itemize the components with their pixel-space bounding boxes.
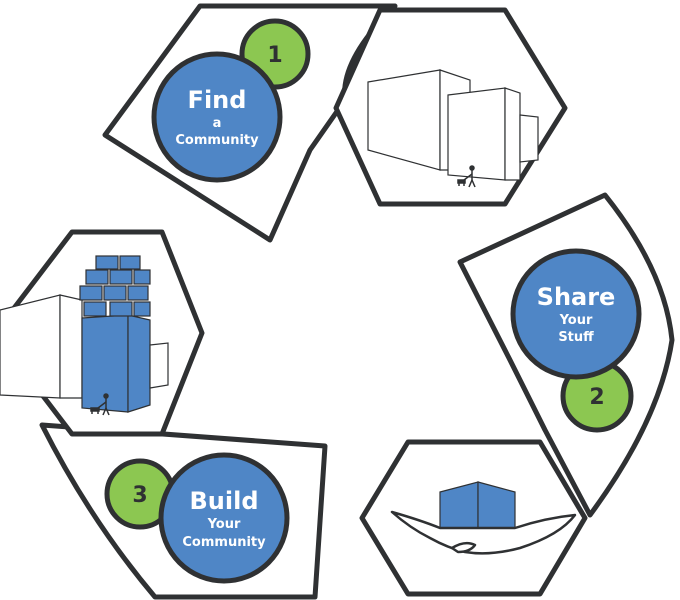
person-walking-dog-left [90, 393, 110, 416]
step-number-2: 2 [589, 385, 604, 410]
step-share-stuff: 2 Share Your Stuff [510, 248, 642, 433]
building-illustration-left [0, 255, 169, 413]
person-walking-dog-top [457, 165, 476, 188]
step-find-community: 1 Find a Community [151, 18, 311, 183]
step-number-3: 3 [132, 483, 147, 508]
step-title-share: Share [537, 283, 616, 311]
open-hand-illustration [390, 510, 577, 555]
step-build-community: 3 Build Your Community [104, 452, 290, 584]
step-title-build: Build [189, 487, 258, 515]
step-circle-build [158, 452, 290, 584]
hand-thumb [450, 541, 477, 554]
step-circle-share [510, 248, 642, 380]
step-circle-find [151, 51, 283, 183]
building-illustration-top [367, 69, 539, 181]
step-subtitle-share-line1: Your [559, 313, 593, 328]
hex-buildings-top [333, 7, 568, 207]
step-subtitle-share-line2: Stuff [558, 330, 594, 345]
step-subtitle-find-line2: Community [175, 133, 259, 148]
step-subtitle-build-line1: Your [207, 517, 241, 532]
box-illustration [439, 481, 516, 531]
step-number-1: 1 [267, 43, 282, 68]
step-title-find: Find [188, 86, 247, 114]
step-subtitle-find-line1: a [213, 116, 222, 131]
hex-hand-box [359, 439, 588, 597]
hex-buildings-left [0, 229, 205, 437]
step-subtitle-build-line2: Community [182, 535, 266, 550]
